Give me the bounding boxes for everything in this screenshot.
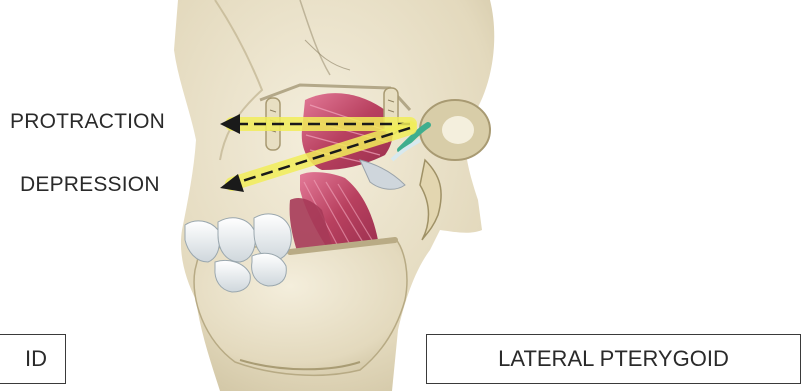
depression-label: DEPRESSION xyxy=(20,173,160,197)
right-caption-box: LATERAL PTERYGOID xyxy=(426,334,801,384)
protraction-label: PROTRACTION xyxy=(10,110,165,134)
right-caption-text: LATERAL PTERYGOID xyxy=(498,346,729,372)
jaw-illustration xyxy=(194,238,407,375)
left-caption-text: ID xyxy=(25,346,47,372)
left-caption-box: ID xyxy=(0,334,66,384)
